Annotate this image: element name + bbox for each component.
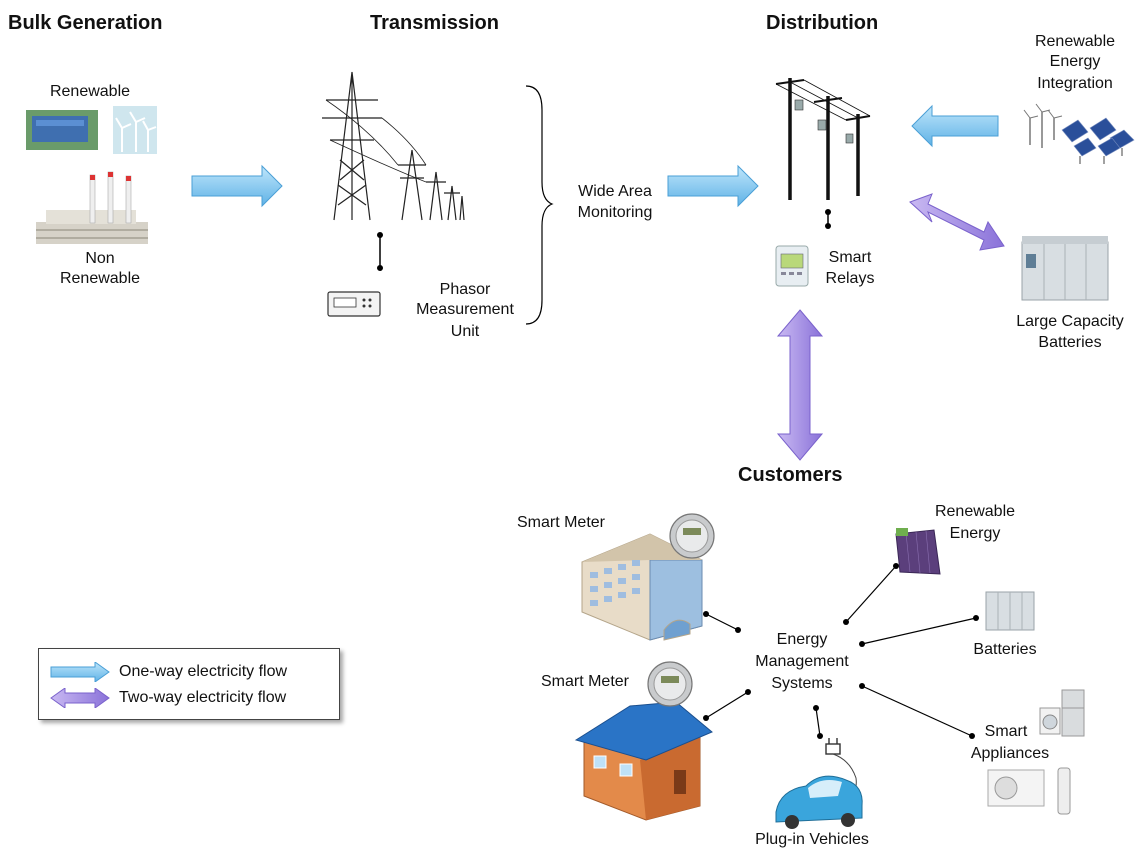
section-title-customers: Customers [738,464,843,486]
smart-appliances-image [987,689,1085,815]
label-pmu-line2: Measurement [416,301,514,318]
label-ems-line1: Energy [776,631,828,648]
label-renewable-integration-line3: Integration [1037,75,1113,92]
distribution-poles-image [775,78,871,200]
label-non-renewable-line1: Non [85,250,115,267]
ems-connectors [705,565,977,737]
label-wide-area-line1: Wide Area [578,183,652,200]
label-large-capacity-line1: Large Capacity [1016,313,1124,330]
label-smart-meter-bottom: Smart Meter [540,673,629,690]
label-plugin-vehicles: Plug-in Vehicles [755,831,869,848]
label-renewable-energy-line1: Renewable [934,503,1016,520]
label-renewable: Renewable [49,83,131,100]
section-title-transmission: Transmission [370,12,499,34]
arrow-bulk-to-transmission [191,164,283,208]
label-renewable-integration-line2: Energy [1049,53,1101,70]
label-pmu-line3: Unit [450,323,480,340]
smart-meter-top-icon [669,513,715,559]
legend-item-one-way: One-way electricity flow [49,661,287,683]
label-large-capacity-line2: Batteries [1038,334,1102,351]
smart-meter-bottom-icon [647,661,693,707]
arrow-renewable-to-distribution [911,104,999,148]
section-title-distribution: Distribution [766,12,879,34]
ems-connector-dots [703,563,979,739]
legend-item-two-way: Two-way electricity flow [49,687,286,709]
transmission-towers-image [322,71,465,221]
arrow-distribution-batteries-twoway [909,193,1005,251]
wind-turbines-image [113,106,157,154]
electric-car-image [775,775,863,829]
smart-relay-icon [775,245,809,287]
solar-panel-image [895,528,941,575]
legend-two-way-label: Two-way electricity flow [119,689,287,706]
batteries-image [985,591,1035,631]
arrow-transmission-to-distribution [667,164,759,208]
wide-area-brace [525,85,554,325]
house-image [574,701,713,821]
large-capacity-batteries-image [1021,236,1109,301]
label-renewable-energy-line2: Energy [949,525,1001,542]
renewable-integration-image [1023,103,1135,164]
label-smart-appliances-line2: Appliances [970,745,1050,762]
label-pmu-line1: Phasor [439,281,491,298]
legend: One-way electricity flow Two-way electri… [38,648,340,720]
label-non-renewable-line2: Renewable [59,270,141,287]
label-smart-relays-line1: Smart [828,249,872,266]
legend-one-way-arrow-icon [50,662,110,682]
label-wide-area-line2: Monitoring [577,204,653,221]
office-building-image [581,533,703,641]
label-renewable-integration-line1: Renewable [1034,33,1116,50]
legend-two-way-arrow-icon [50,688,110,708]
label-ems-line2: Management [755,653,849,670]
section-title-bulk-generation: Bulk Generation [8,12,163,34]
solar-farm-image [26,110,98,150]
label-batteries: Batteries [973,641,1037,658]
power-plant-image [36,171,148,244]
label-ems-line3: Systems [771,675,833,692]
label-smart-relays-line2: Relays [825,270,875,287]
label-smart-meter-top: Smart Meter [516,514,605,531]
label-smart-appliances-line1: Smart [984,723,1028,740]
legend-one-way-label: One-way electricity flow [119,663,288,680]
arrow-distribution-customers-twoway [776,309,824,461]
pmu-device-icon [327,291,381,317]
